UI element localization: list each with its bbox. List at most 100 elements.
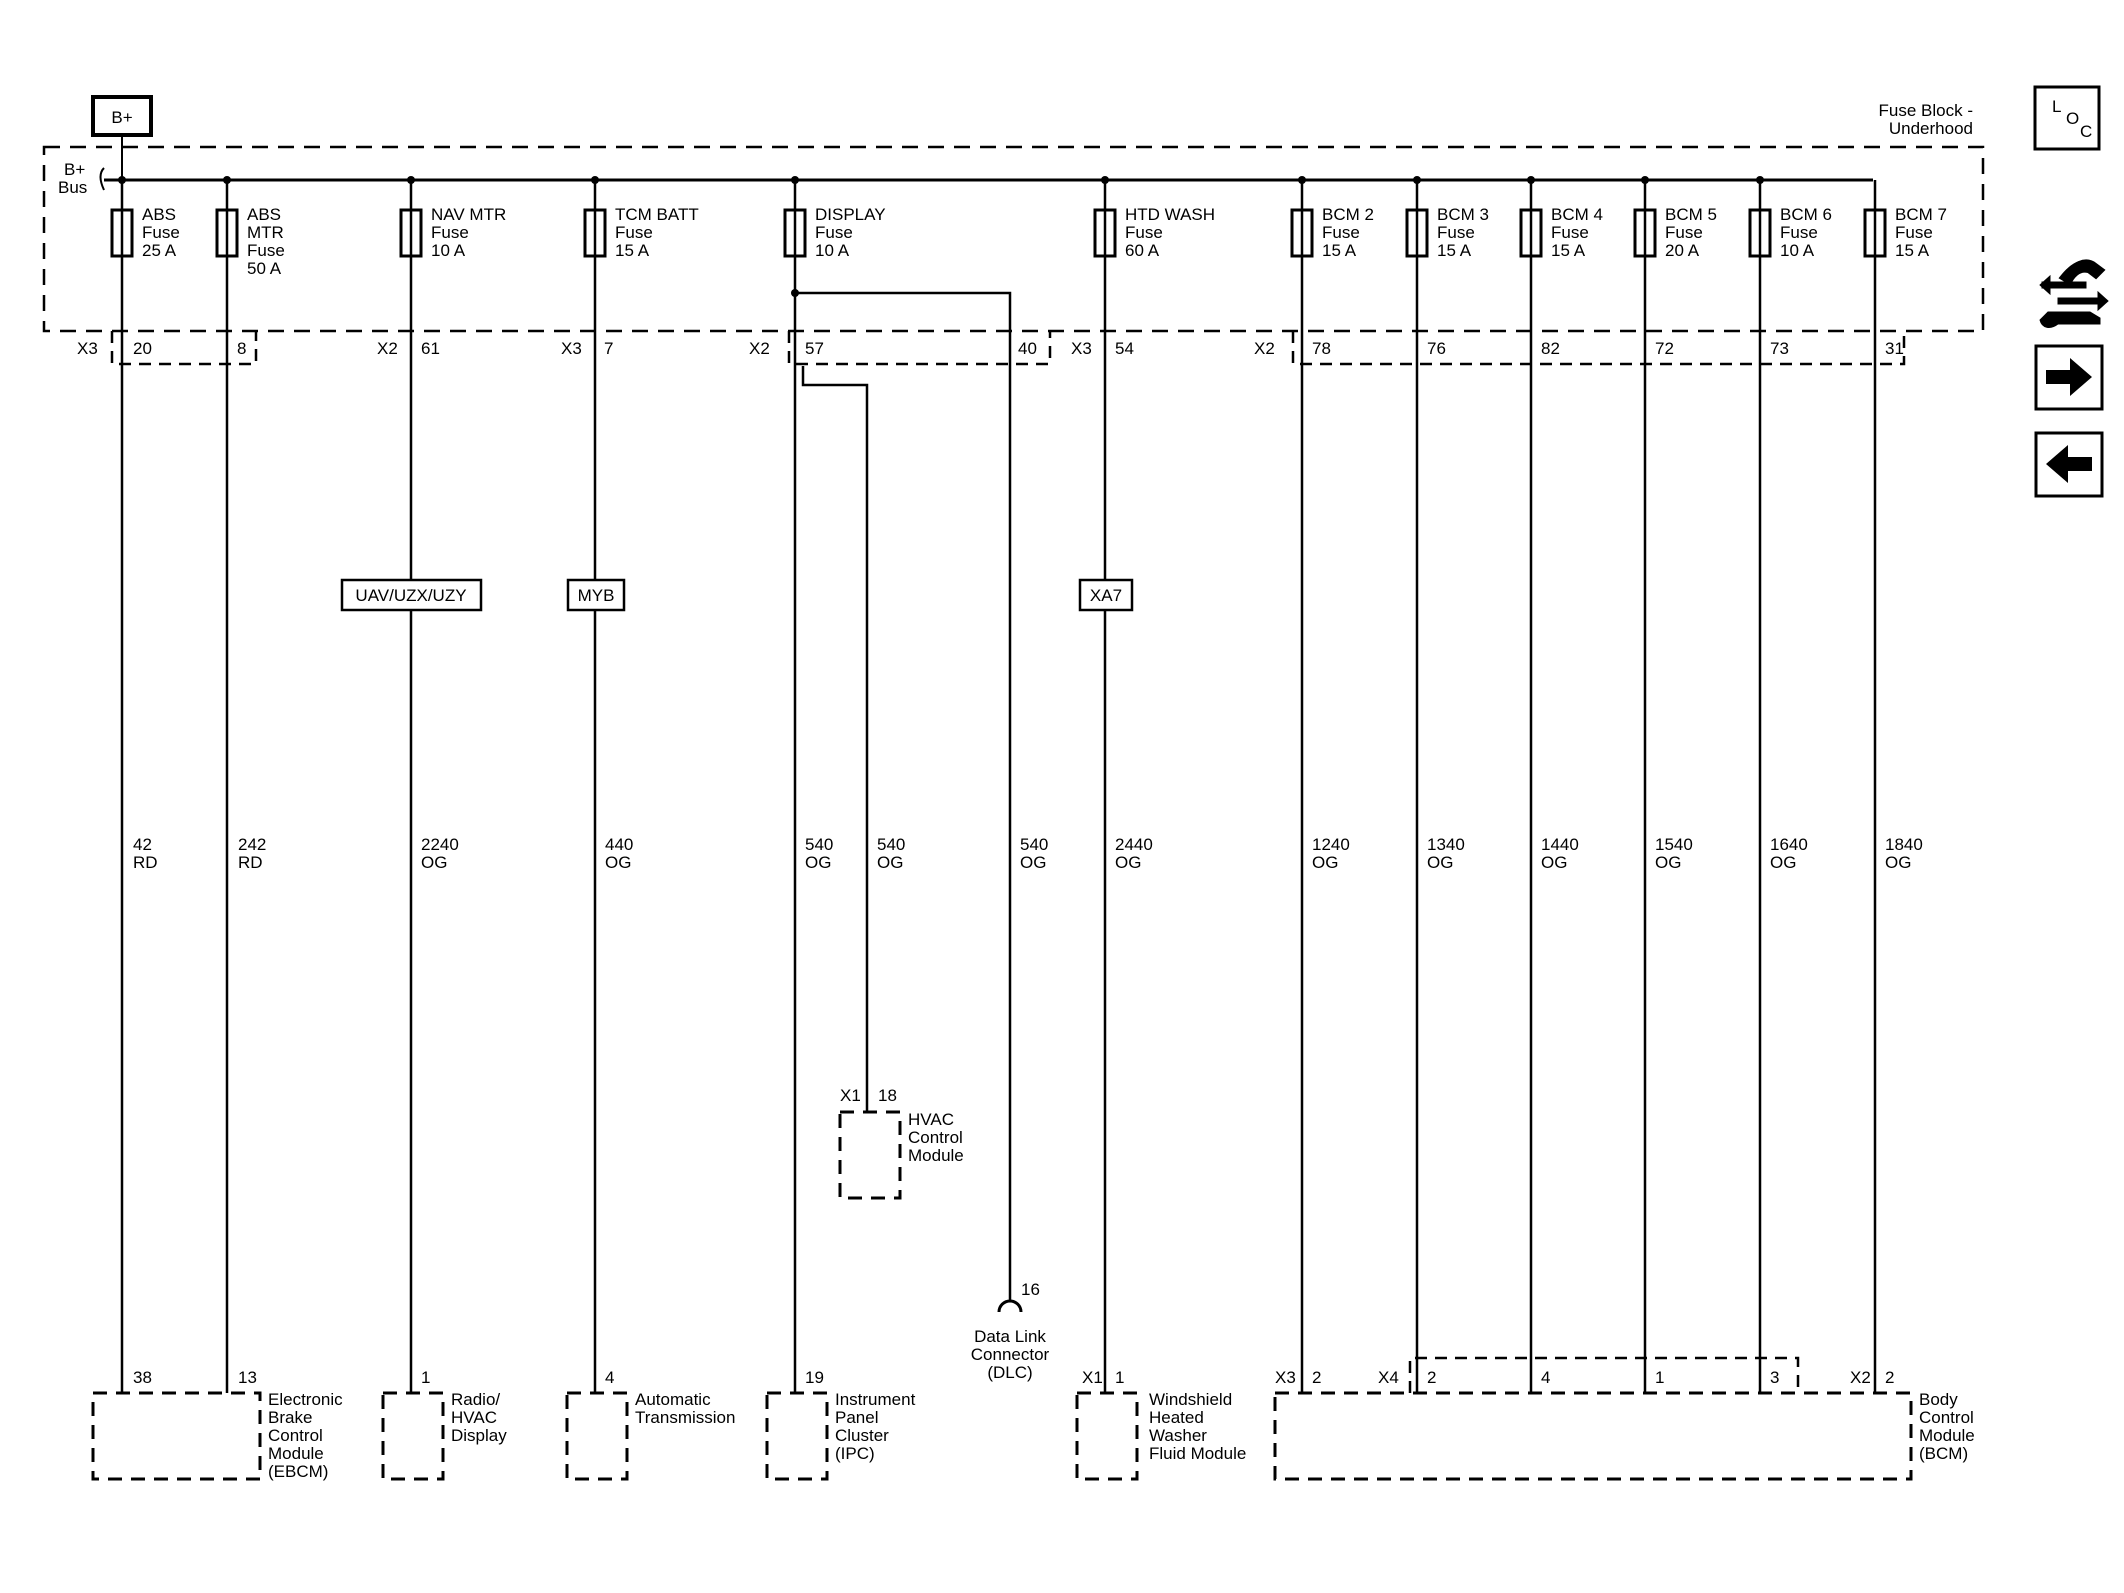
fuse-abs-label-line1: ABS (142, 205, 176, 224)
pin-40: 40 (1018, 339, 1037, 358)
wire-w1640-circuit: 1640 (1770, 835, 1808, 854)
hvac-pin: 18 (878, 1086, 897, 1105)
wire-w440-color: OG (605, 853, 631, 872)
wire-w242-color: RD (238, 853, 263, 872)
ipc-name-line2: Panel (835, 1408, 878, 1427)
hvac-name-line2: Control (908, 1128, 963, 1147)
wire-w42-circuit: 42 (133, 835, 152, 854)
fuse-absmtr-label-line2: MTR (247, 223, 284, 242)
wire-w540c-color: OG (1020, 853, 1046, 872)
connector-x2-c: X2 (1254, 339, 1275, 358)
pin-73: 73 (1770, 339, 1789, 358)
arrow-right-icon (2046, 358, 2092, 396)
washer-name-line3: Washer (1149, 1426, 1207, 1445)
wire-labels: 42RD242RD2240OG440OG540OG540OG540OG2440O… (133, 835, 1923, 872)
bcm-connector-x3: X3 (1275, 1368, 1296, 1387)
option-box-uav: UAV/UZX/UZY (340, 578, 483, 612)
wire-w540a-circuit: 540 (805, 835, 833, 854)
washer-pin: 1 (1115, 1368, 1124, 1387)
dlc-pin: 16 (1021, 1280, 1040, 1299)
option-label-uav: UAV/UZX/UZY (355, 586, 466, 605)
ebcm-name-line2: Brake (268, 1408, 312, 1427)
wire-w540b-color: OG (877, 853, 903, 872)
top-connector-outlines (110, 331, 1906, 366)
bus-label-line2: Bus (58, 178, 87, 197)
location-button[interactable]: L O C (2033, 85, 2101, 151)
fuse-htdwash-label-line2: Fuse (1125, 223, 1163, 242)
wrench-hand-icon[interactable] (2039, 259, 2109, 328)
wire-w2440-circuit: 2440 (1115, 835, 1153, 854)
connector-x2-a: X2 (377, 339, 398, 358)
wire-w1340-color: OG (1427, 853, 1453, 872)
bcm-name-line1: Body (1919, 1390, 1958, 1409)
fuse-display-label-line1: DISPLAY (815, 205, 886, 224)
prev-page-button[interactable] (2034, 431, 2104, 498)
pin-57: 57 (805, 339, 824, 358)
loc-letter-o: O (2066, 109, 2079, 128)
fuse-navmtr-label-line3: 10 A (431, 241, 466, 260)
connector-x3-b: X3 (561, 339, 582, 358)
washer-connector: X1 (1082, 1368, 1103, 1387)
loc-letter-c: C (2080, 122, 2092, 141)
fuse-bcm3-label-line1: BCM 3 (1437, 205, 1489, 224)
arrow-left-icon (2046, 445, 2092, 483)
next-page-button[interactable] (2034, 344, 2104, 411)
loc-letter-l: L (2052, 97, 2061, 116)
module-ebcm: 38 13 Electronic Brake Control Module (E… (91, 1368, 343, 1481)
bcm-connector-x4: X4 (1378, 1368, 1399, 1387)
radio-name-line2: HVAC (451, 1408, 497, 1427)
trans-pin: 4 (605, 1368, 614, 1387)
pin-54: 54 (1115, 339, 1134, 358)
fuse-bcm3-label-line3: 15 A (1437, 241, 1472, 260)
fuse-bcm2-label-line3: 15 A (1322, 241, 1357, 260)
pin-72: 72 (1655, 339, 1674, 358)
dlc-name-line3: (DLC) (987, 1363, 1032, 1382)
fuse-absmtr-label-line3: Fuse (247, 241, 285, 260)
bus-label-line1: B+ (64, 160, 85, 179)
hvac-connector: X1 (840, 1086, 861, 1105)
fuse-block-title-line2: Underhood (1889, 119, 1973, 138)
option-box-myb: MYB (566, 578, 626, 612)
wire-w440-circuit: 440 (605, 835, 633, 854)
fuse-bcm6-label-line2: Fuse (1780, 223, 1818, 242)
pin-76: 76 (1427, 339, 1446, 358)
connector-x2-b: X2 (749, 339, 770, 358)
wire-w1540-color: OG (1655, 853, 1681, 872)
radio-name-line1: Radio/ (451, 1390, 500, 1409)
wire-w1540-circuit: 1540 (1655, 835, 1693, 854)
bcm-name-line4: (BCM) (1919, 1444, 1968, 1463)
fuse-bcm5-label-line1: BCM 5 (1665, 205, 1717, 224)
trans-name-line2: Transmission (635, 1408, 735, 1427)
fuse-bcm5-label-line3: 20 A (1665, 241, 1700, 260)
fuse-bcm6-label-line1: BCM 6 (1780, 205, 1832, 224)
fuse-display-label-line3: 10 A (815, 241, 850, 260)
ipc-pin: 19 (805, 1368, 824, 1387)
pin-82: 82 (1541, 339, 1560, 358)
option-label-xa7: XA7 (1090, 586, 1122, 605)
option-box-xa7: XA7 (1078, 578, 1134, 612)
fuse-navmtr-label-line1: NAV MTR (431, 205, 506, 224)
bcm-name-line2: Control (1919, 1408, 1974, 1427)
ebcm-pin-13: 13 (238, 1368, 257, 1387)
fuse-display-label-line2: Fuse (815, 223, 853, 242)
ipc-name-line3: Cluster (835, 1426, 889, 1445)
dlc-name-line2: Connector (971, 1345, 1050, 1364)
wire-w540b-circuit: 540 (877, 835, 905, 854)
wire-w242-circuit: 242 (238, 835, 266, 854)
wire-w1440-color: OG (1541, 853, 1567, 872)
wire-w1340-circuit: 1340 (1427, 835, 1465, 854)
pin-7: 7 (604, 339, 613, 358)
hvac-name-line1: HVAC (908, 1110, 954, 1129)
pin-20: 20 (133, 339, 152, 358)
wire-w1840-circuit: 1840 (1885, 835, 1923, 854)
bplus-box: B+ (91, 95, 153, 137)
bcm-name-line3: Module (1919, 1426, 1975, 1445)
pin-61: 61 (421, 339, 440, 358)
option-label-myb: MYB (578, 586, 615, 605)
fuse-tcmbatt-label-line2: Fuse (615, 223, 653, 242)
hvac-name-line3: Module (908, 1146, 964, 1165)
wire-w1240-circuit: 1240 (1312, 835, 1350, 854)
fuse-bcm3-label-line2: Fuse (1437, 223, 1475, 242)
fuse-block-title-line1: Fuse Block - (1879, 101, 1973, 120)
